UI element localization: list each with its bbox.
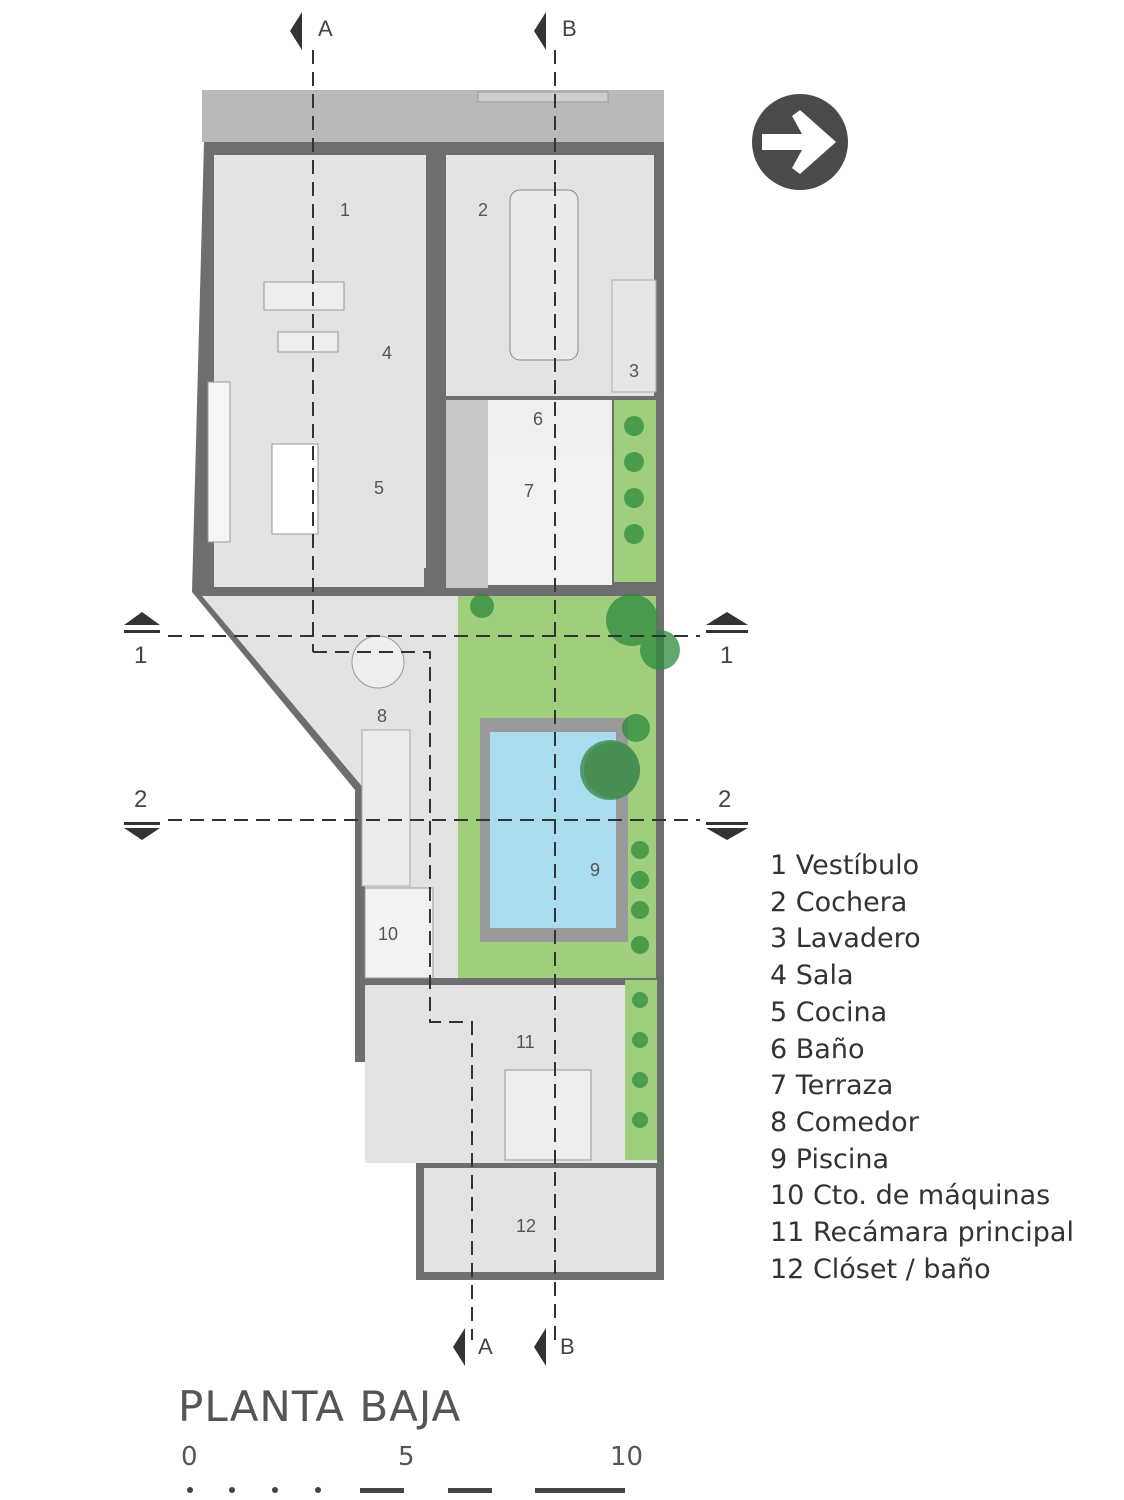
room-number-11: 11	[516, 1032, 535, 1052]
room-number-10: 10	[378, 924, 399, 944]
room-number-6: 6	[533, 409, 544, 429]
scale-bar	[187, 1487, 625, 1493]
wall-partition-3	[424, 568, 444, 588]
room-number-2: 2	[478, 200, 489, 220]
room-cto-maquinas	[364, 887, 434, 979]
section-markers	[124, 12, 748, 1366]
section-2-right-label: 2	[718, 786, 732, 813]
coffee-table	[277, 331, 339, 353]
legend-item: 3 Lavadero	[770, 923, 921, 955]
room-number-1: 1	[340, 200, 351, 220]
section-b-bottom-label: B	[560, 1334, 575, 1359]
section-b-top-label: B	[562, 16, 577, 41]
room-vestibulo-sala-cocina	[214, 155, 426, 587]
room-number-7: 7	[524, 481, 535, 501]
room-number-4: 4	[382, 343, 393, 363]
room-number-12: 12	[516, 1216, 537, 1236]
room-closet-bano	[424, 1168, 656, 1272]
section-1-left-label: 1	[134, 642, 148, 669]
sidewalk-ramp	[477, 91, 609, 103]
sofa	[263, 281, 345, 311]
room-number-5: 5	[374, 478, 385, 498]
legend-item: 6 Baño	[770, 1033, 865, 1065]
legend-item: 10 Cto. de máquinas	[770, 1180, 1051, 1212]
legend-item: 1 Vestíbulo	[770, 850, 920, 881]
room-number-9: 9	[590, 860, 601, 880]
room-terraza	[488, 455, 612, 585]
dining-table	[351, 635, 405, 689]
section-lines	[168, 50, 700, 1340]
legend-item: 4 Sala	[770, 960, 854, 992]
scale-label-10: 10	[610, 1442, 644, 1472]
room-lavadero	[611, 279, 657, 393]
section-a-bottom-label: A	[478, 1334, 493, 1359]
room-legend: 1 Vestíbulo 2 Cochera 3 Lavadero 4 Sala …	[770, 848, 1074, 1288]
plan-title: PLANTA BAJA	[178, 1382, 462, 1431]
room-number-3: 3	[629, 361, 640, 381]
north-arrow-icon	[752, 94, 848, 190]
section-1-right-label: 1	[720, 642, 734, 669]
legend-item: 2 Cochera	[770, 886, 908, 918]
room-bano	[488, 400, 612, 460]
wall-partition-4	[446, 396, 656, 400]
scale-label-5: 5	[398, 1442, 415, 1472]
section-2-left-label: 2	[134, 786, 148, 813]
legend-item: 12 Clóset / baño	[770, 1253, 991, 1285]
corridor	[446, 398, 488, 588]
trees	[470, 416, 680, 1128]
legend-item: 8 Comedor	[770, 1106, 919, 1138]
section-a-top-label: A	[318, 16, 333, 41]
kitchen-island	[271, 443, 319, 535]
stairs	[361, 729, 411, 887]
legend-item: 9 Piscina	[770, 1143, 890, 1175]
legend-item: 5 Cocina	[770, 996, 888, 1028]
legend-item: 7 Terraza	[770, 1070, 894, 1102]
legend-item: 11 Recámara principal	[770, 1217, 1074, 1249]
car	[509, 189, 579, 361]
wall-partition-2	[426, 292, 444, 432]
scale-label-0: 0	[181, 1442, 198, 1472]
bed	[504, 1069, 592, 1161]
room-number-8: 8	[377, 706, 388, 726]
wall-partition-1	[426, 155, 446, 275]
counter	[207, 381, 231, 543]
garden-strip-bottom	[625, 980, 657, 1160]
